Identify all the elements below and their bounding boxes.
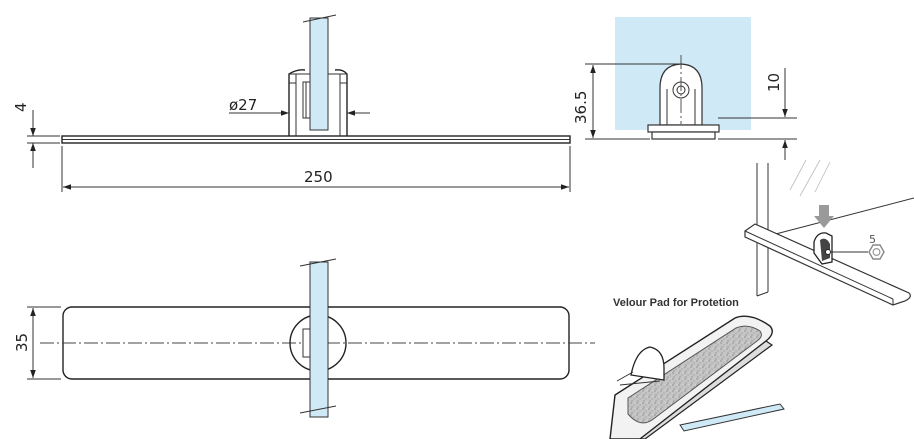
glass-panel-top <box>309 261 329 418</box>
velour-pad <box>627 325 762 424</box>
base-plate-iso <box>744 223 911 306</box>
base-plate-side <box>647 124 720 133</box>
velour-pad-detail: Velour Pad for Protetion <box>609 297 785 439</box>
press-arrow-icon <box>814 205 834 228</box>
glass-panel-front <box>309 17 329 131</box>
dim-glass-clearance: 10 <box>765 73 783 92</box>
dim-clamp-diameter: ø27 <box>229 96 257 114</box>
dim-clamp-height: 36.5 <box>572 91 590 124</box>
isometric-view: 5 <box>744 159 914 306</box>
dim-base-width: 35 <box>13 333 31 352</box>
velour-pad-caption: Velour Pad for Protetion <box>613 297 739 309</box>
top-view: 35 <box>13 258 595 418</box>
dim-screw-size: 5 <box>869 233 876 246</box>
rubber-pad-top <box>302 328 311 358</box>
side-view: 36.5 10 <box>572 17 797 160</box>
dim-base-length: 250 <box>304 168 333 186</box>
front-view: ø27 4 250 <box>12 14 571 192</box>
dim-base-thickness: 4 <box>12 102 30 112</box>
